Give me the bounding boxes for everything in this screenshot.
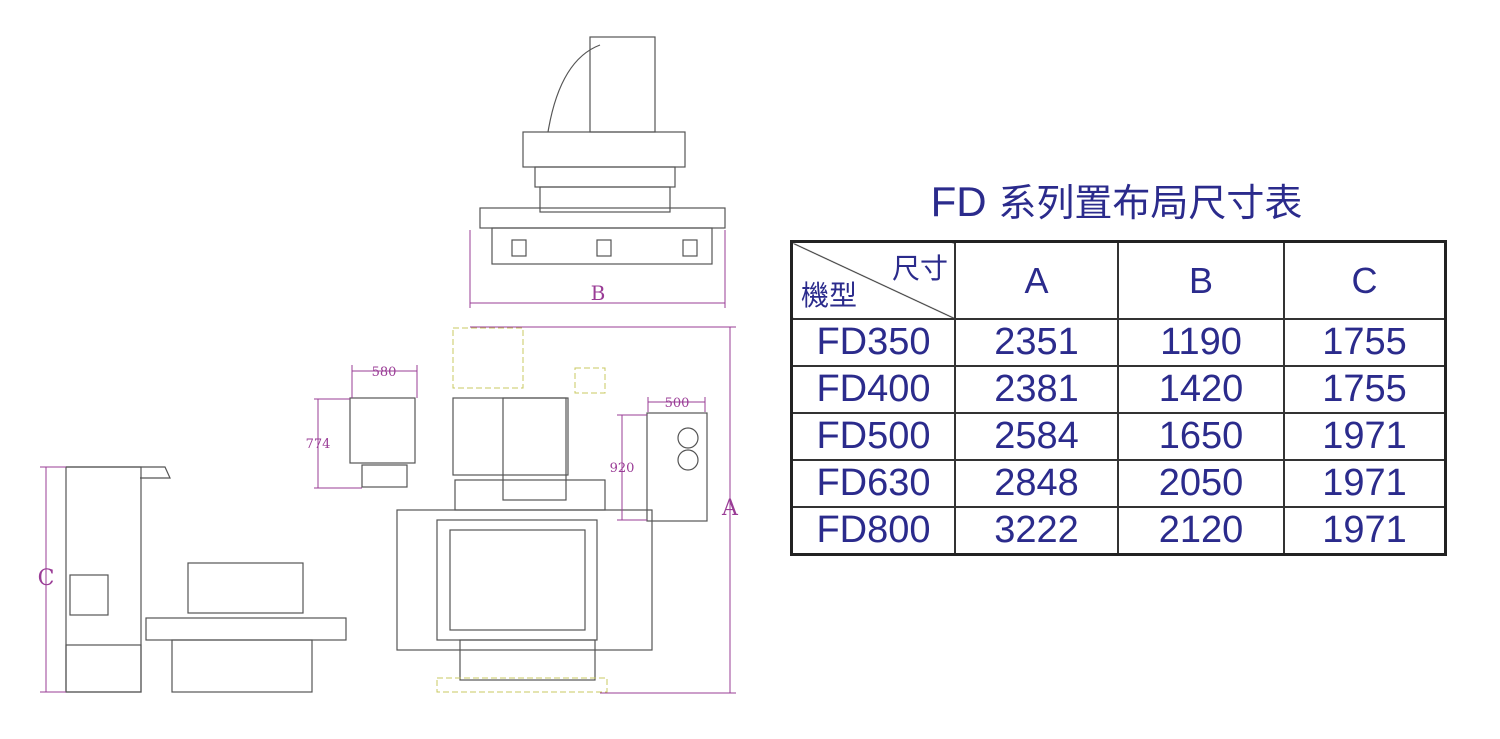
corner-model-label: 機型 [801,279,858,312]
dim-label-control-height: 920 [610,461,635,476]
c-cell: 1971 [1283,459,1447,508]
front-view [479,36,726,265]
c-cell: 1755 [1283,318,1447,367]
dim-label-cabinet-height: 774 [306,437,331,452]
corner-cell: 尺寸 機型 [790,240,956,320]
a-cell: 2381 [954,365,1119,414]
title-text: 系列置布局尺寸表 [998,181,1303,225]
a-cell: 2584 [954,412,1119,461]
a-cell: 2848 [954,459,1119,508]
phantom-motor [574,367,606,394]
b-cell: 2120 [1117,506,1285,556]
c-cell: 1971 [1283,412,1447,461]
plan-view [349,397,708,681]
column-header-b: B [1117,240,1285,320]
title-prefix: FD [930,178,987,225]
model-cell: FD800 [790,506,956,556]
dim-label-cabinet-width: 580 [372,365,397,380]
b-cell: 1650 [1117,412,1285,461]
model-cell: FD400 [790,365,956,414]
phantom-guard [436,677,608,693]
dim-label-c: C [38,566,55,591]
c-cell: 1755 [1283,365,1447,414]
b-cell: 2050 [1117,459,1285,508]
page-title: FD 系列置布局尺寸表 [790,172,1443,227]
corner-size-label: 尺寸 [891,252,948,285]
a-cell: 3222 [954,506,1119,556]
column-header-a: A [954,240,1119,320]
phantom-door [452,327,524,389]
dim-label-a: A [721,496,739,521]
c-cell: 1971 [1283,506,1447,556]
dim-label-control-width: 500 [665,396,690,411]
machine-layout-drawing: B A C 580 774 500 920 [38,36,739,694]
dim-label-b: B [591,281,606,305]
column-header-c: C [1283,240,1447,320]
side-view [65,466,347,693]
a-cell: 2351 [954,318,1119,367]
b-cell: 1190 [1117,318,1285,367]
model-cell: FD500 [790,412,956,461]
model-cell: FD350 [790,318,956,367]
table-header-row: 尺寸 機型 A B C [790,240,1447,320]
model-cell: FD630 [790,459,956,508]
b-cell: 1420 [1117,365,1285,414]
